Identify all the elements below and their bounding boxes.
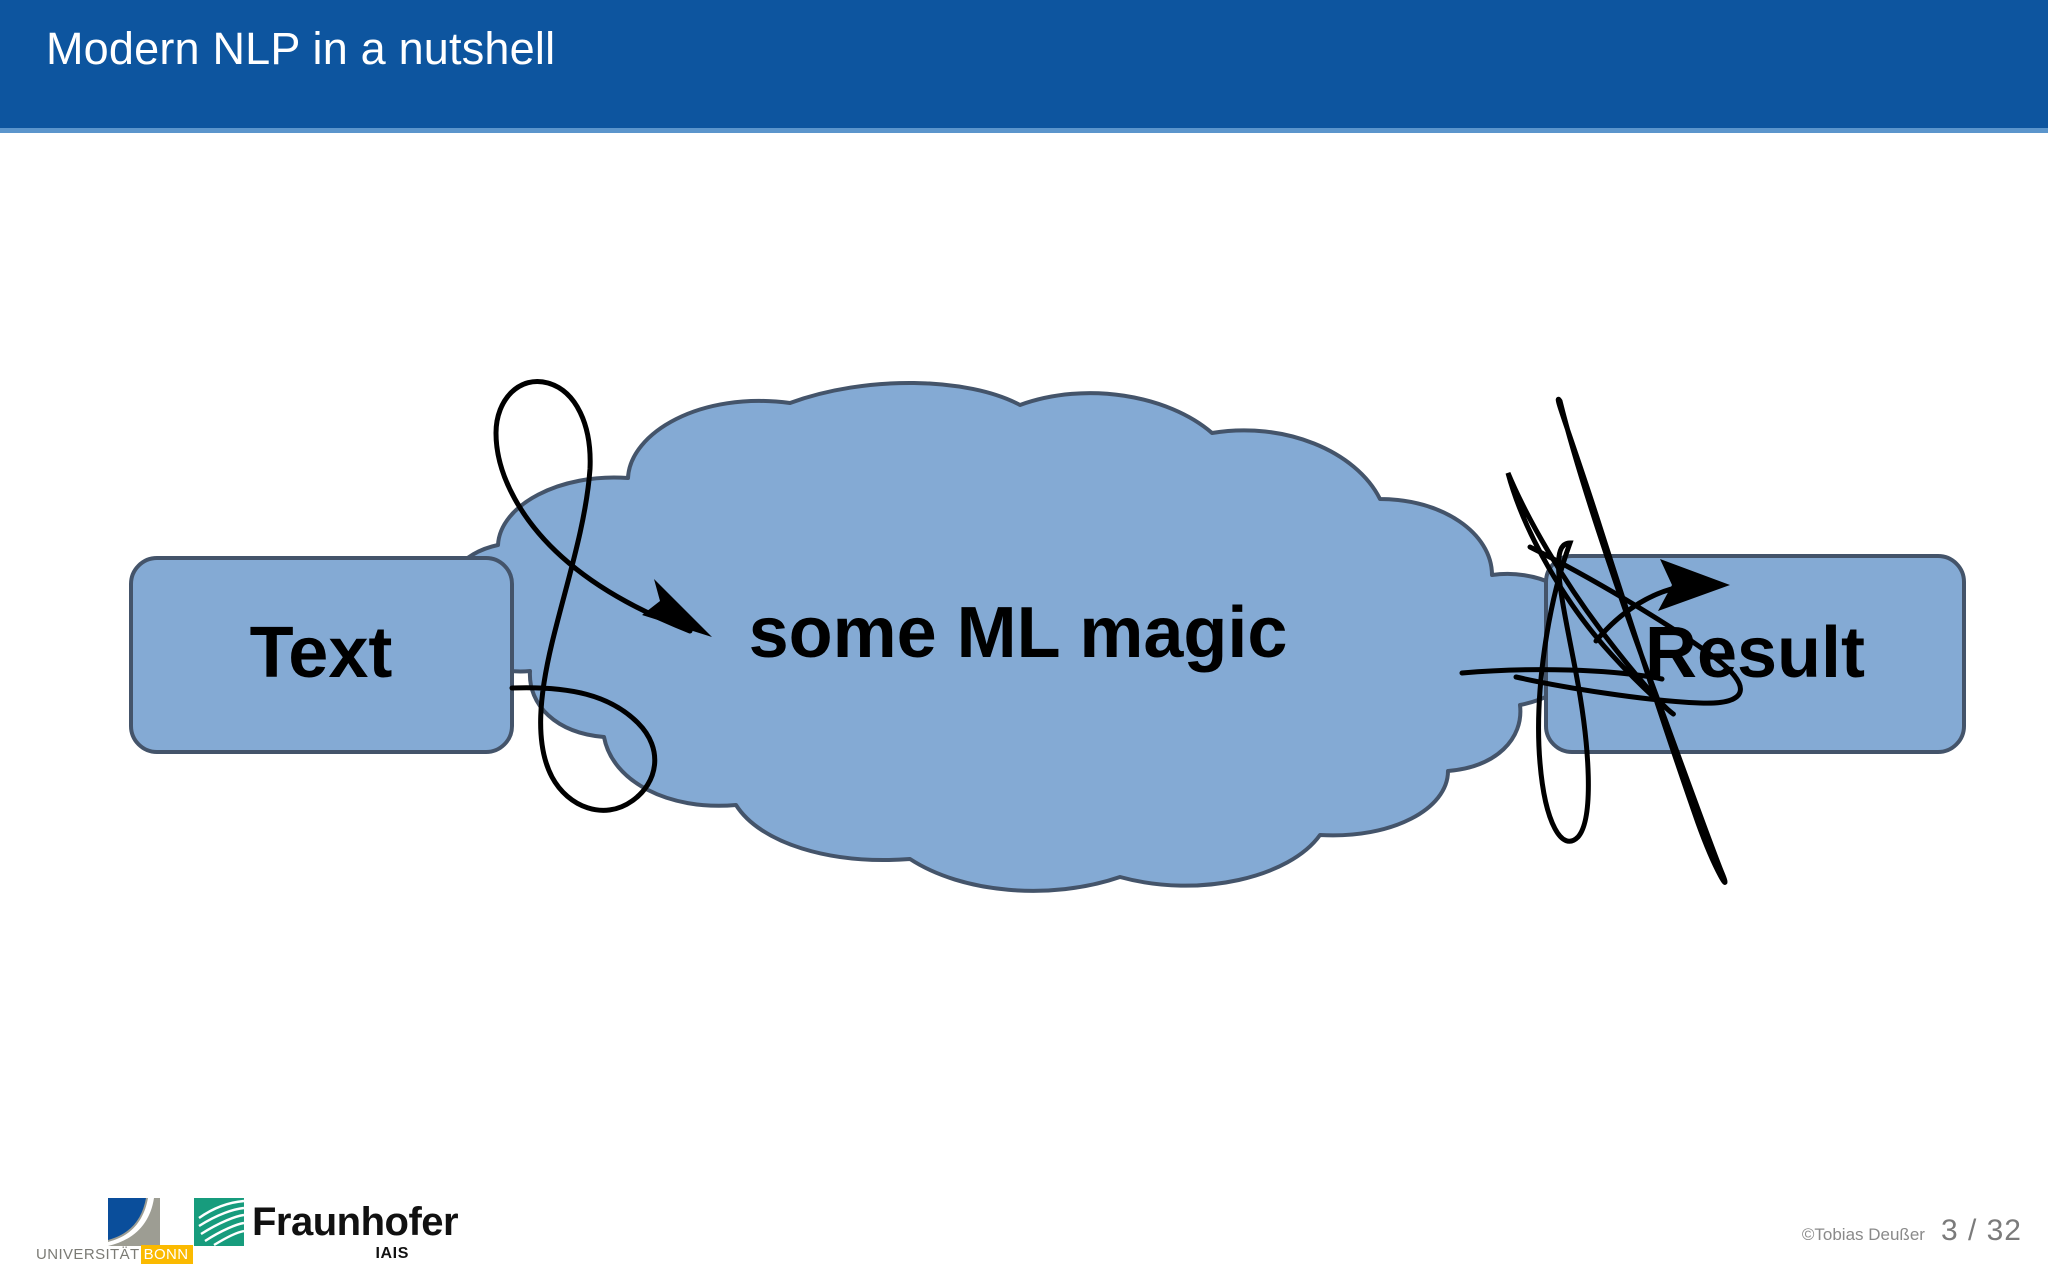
fraunhofer-iais-logo: Fraunhofer IAIS: [194, 1198, 459, 1266]
node-box-text[interactable]: Text: [129, 556, 514, 754]
text-box-shape: [129, 556, 514, 754]
university-of-bonn-wordmark: UNIVERSITÄT BONN: [36, 1245, 193, 1264]
footer-meta: ©Tobias Deußer 3 / 32: [1802, 1214, 2022, 1248]
logo-group: UNIVERSITÄT BONN Fraunhofer: [36, 1190, 459, 1266]
page-title: Modern NLP in a nutshell: [46, 23, 556, 74]
slide-header-underline: [0, 128, 2048, 133]
page-number-indicator: 3 / 32: [1940, 1214, 2022, 1247]
university-word: UNIVERSITÄT: [36, 1246, 140, 1263]
fraunhofer-wordmark: Fraunhofer: [252, 1200, 459, 1244]
university-of-bonn-mark-icon: [108, 1198, 160, 1246]
scribble-tail-left: [493, 379, 693, 813]
node-box-result[interactable]: Result: [1544, 554, 1966, 754]
arrow-head-left: [642, 579, 712, 637]
university-of-bonn-logo: UNIVERSITÄT BONN: [36, 1198, 193, 1266]
scribble-loop-d: [1513, 544, 1743, 706]
slide-header-bar: [0, 0, 2048, 128]
slide-footer: UNIVERSITÄT BONN Fraunhofer: [0, 1180, 2048, 1280]
fraunhofer-mark-icon: [194, 1198, 244, 1246]
bonn-word: BONN: [140, 1245, 193, 1264]
text-box-label: Text: [250, 613, 393, 693]
node-cloud-some-ml-magic[interactable]: some ML magic: [439, 381, 1592, 893]
scribble-loop-c: [1505, 472, 1676, 717]
fraunhofer-institute-label: IAIS: [375, 1245, 409, 1262]
copyright-notice: ©Tobias Deußer: [1801, 1225, 1925, 1244]
connector-text-to-magic[interactable]: [493, 379, 712, 813]
scribble-loop-a: [1536, 540, 1591, 844]
fraunhofer-stripes-icon: [194, 1198, 244, 1246]
arrow-head-right: [1658, 559, 1730, 611]
cloud-label: some ML magic: [749, 593, 1288, 673]
diagram-canvas: some ML magic Text Result: [0, 133, 2048, 1133]
connector-magic-to-result[interactable]: [1459, 396, 1743, 885]
scribble-loop-b: [1555, 396, 1728, 885]
bonn-swoosh-icon: [108, 1198, 160, 1246]
result-box-label: Result: [1645, 613, 1865, 693]
scribble-base-right: [1459, 667, 1665, 682]
